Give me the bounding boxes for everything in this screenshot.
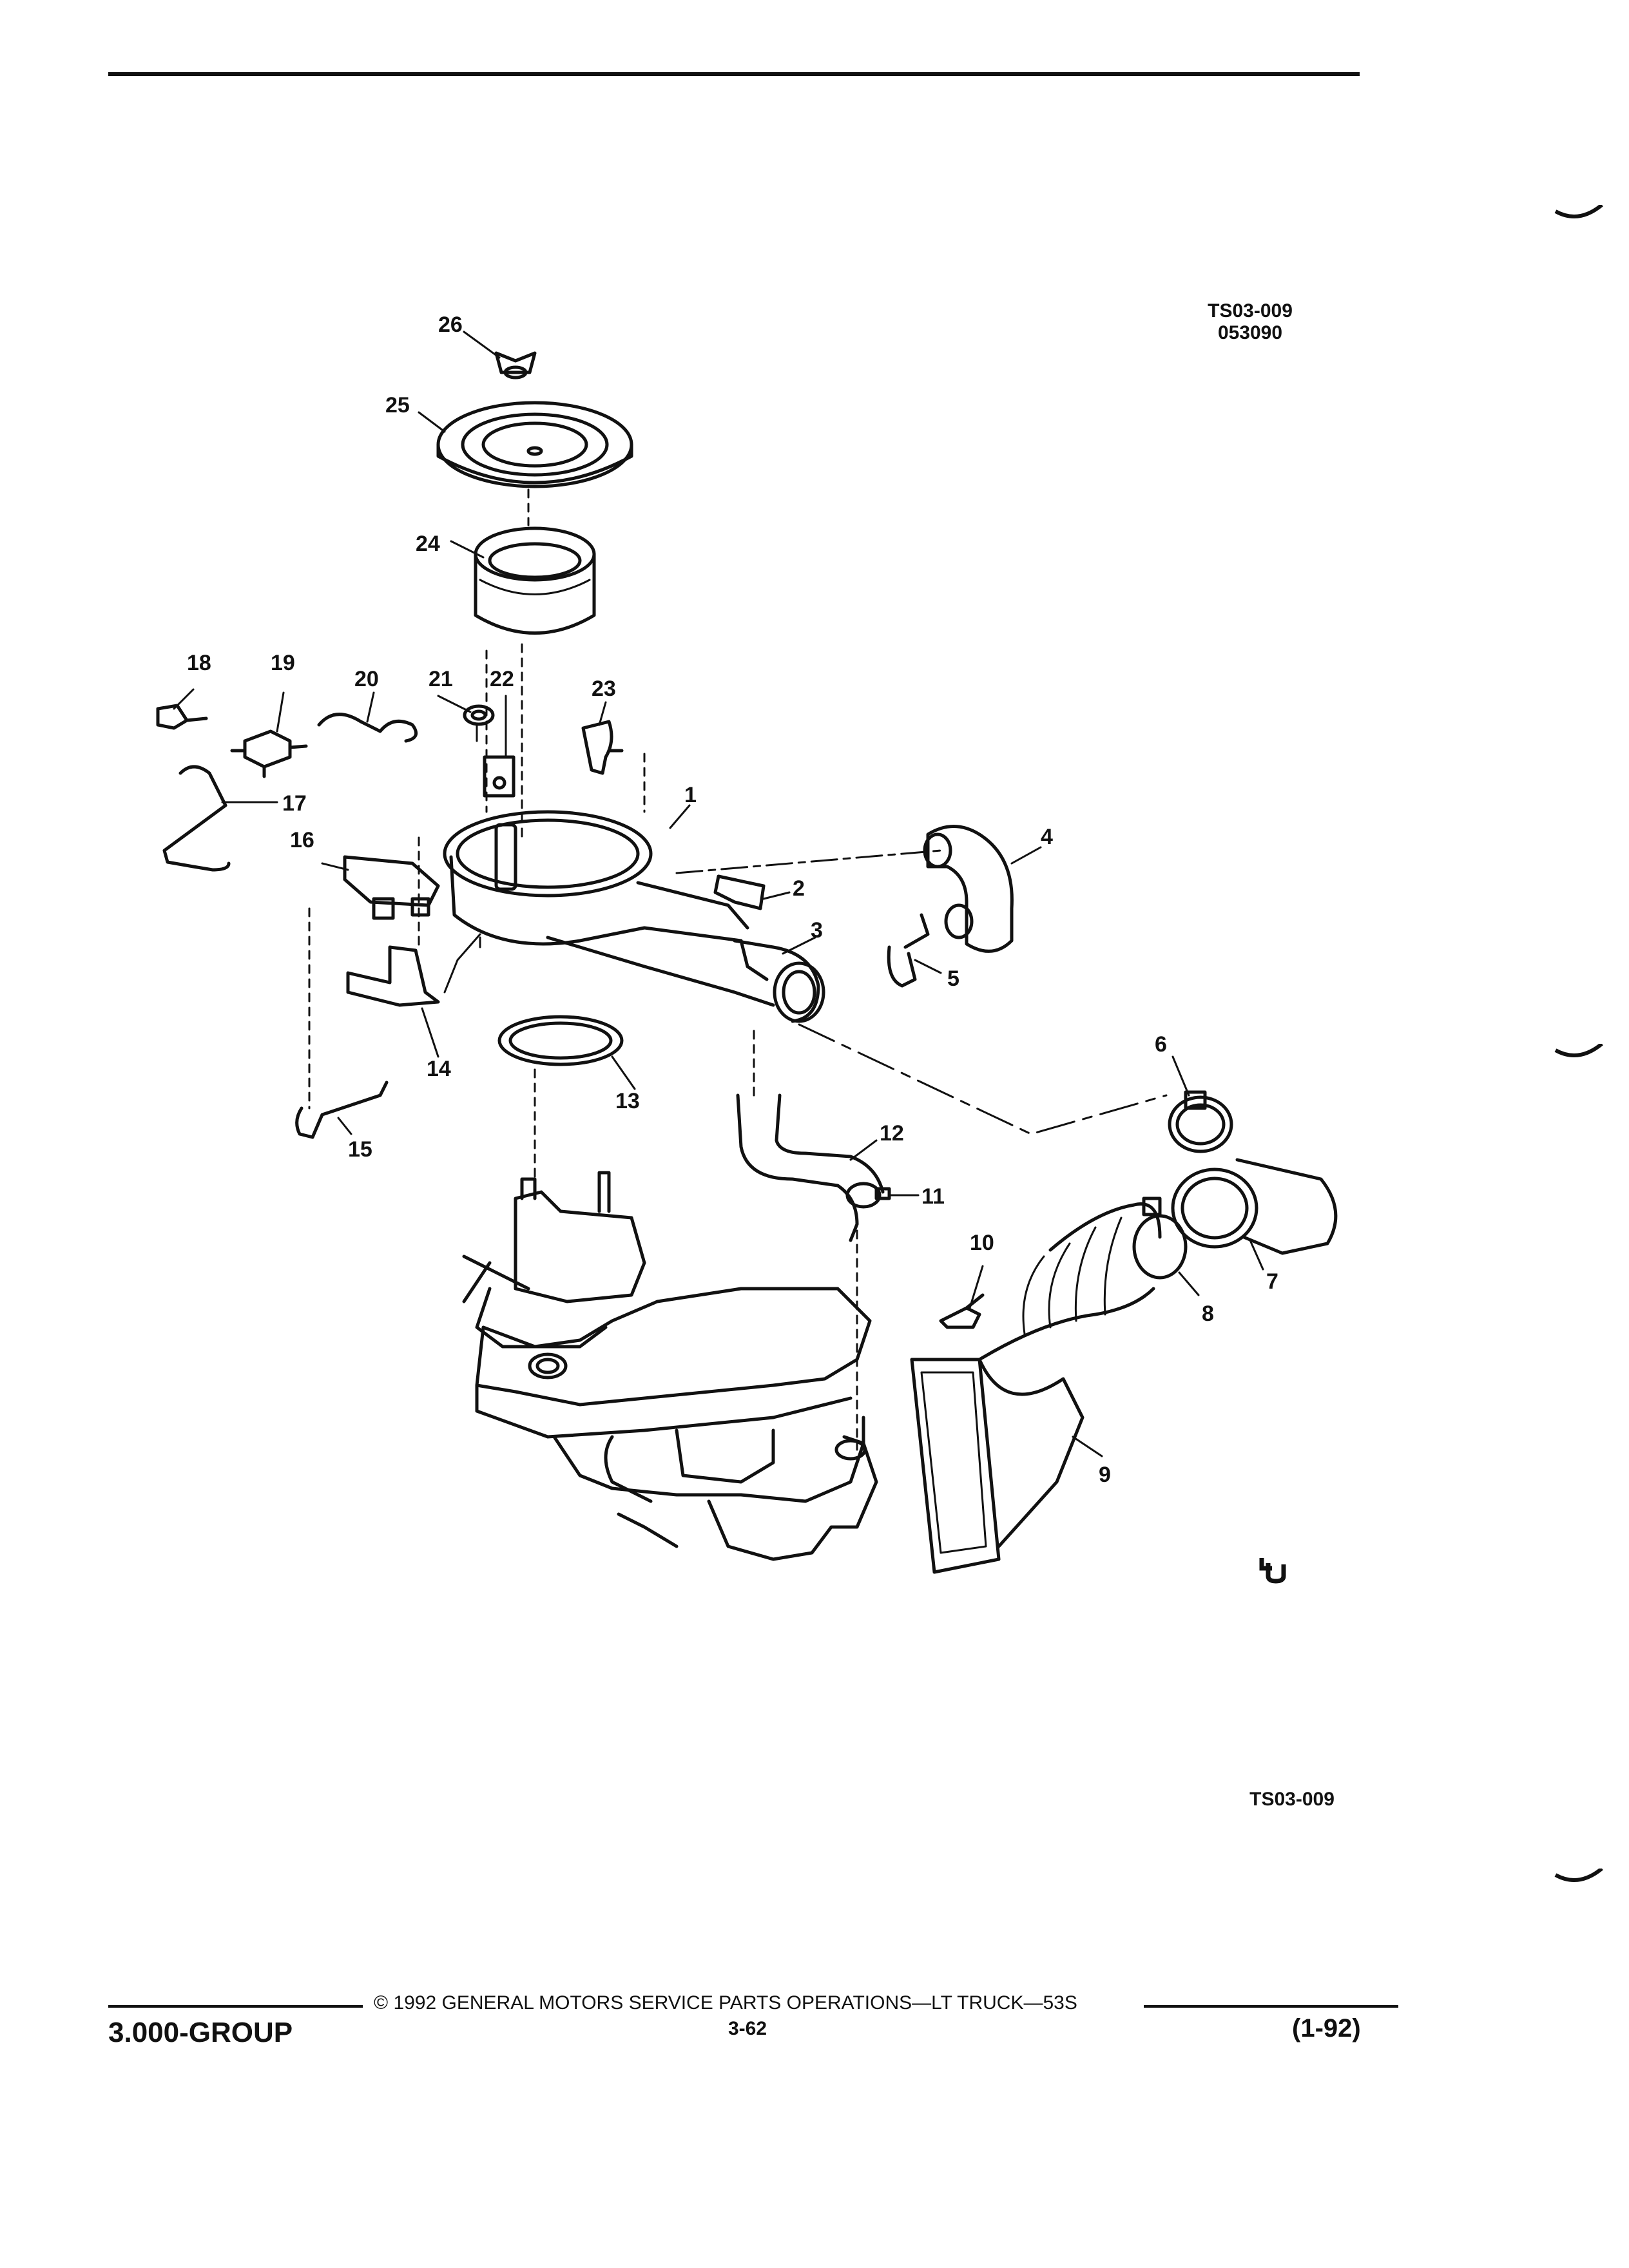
copyright-notice: © 1992 GENERAL MOTORS SERVICE PARTS OPER… (374, 1992, 1077, 2013)
air-cleaner-body-part (443, 810, 825, 1023)
callout-18: 18 (187, 651, 211, 675)
inlet-duct-elbow-part (1171, 1158, 1338, 1255)
sensor-lead-part (295, 1081, 389, 1139)
callout-19: 19 (271, 651, 295, 675)
wing-nut-part (494, 351, 537, 380)
footer-rule-left (108, 2005, 363, 2008)
hose-elbow-part (923, 825, 1014, 953)
grommet-part (463, 704, 495, 742)
callout-20: 20 (354, 667, 379, 691)
top-rule (108, 72, 1360, 76)
screw-part (939, 1293, 985, 1329)
vacuum-line-part (162, 765, 231, 872)
flexible-air-duct-part (910, 1202, 1162, 1574)
retaining-clip-part (675, 849, 942, 910)
duct-clamp-part (1132, 1196, 1188, 1280)
binder-mark (1554, 1869, 1603, 1882)
air-filter-element-part (474, 526, 596, 635)
callout-11: 11 (921, 1184, 945, 1209)
air-cleaner-cover-part (436, 401, 633, 488)
revision-date: (1-92) (1292, 2014, 1361, 2042)
date-code: 053090 (1217, 322, 1283, 343)
hose-fitting-part (156, 704, 208, 730)
callout-12: 12 (880, 1121, 904, 1146)
tee-connector-part (230, 729, 308, 778)
gasket-part (497, 1015, 624, 1066)
manufacturer-logo-icon (1259, 1558, 1286, 1584)
mounting-bracket-part (346, 945, 440, 1007)
hose-clamp-part (1168, 1090, 1233, 1153)
figure-code: TS03-009 (1208, 300, 1293, 322)
callout-22: 22 (490, 667, 514, 691)
callout-17: 17 (282, 791, 307, 816)
callout-23: 23 (592, 677, 616, 701)
page-number: 3-62 (728, 2018, 767, 2039)
vacuum-fitting-part (581, 720, 624, 775)
callout-16: 16 (290, 828, 314, 852)
callout-8: 8 (1202, 1302, 1214, 1326)
callout-2: 2 (793, 876, 805, 901)
callout-1: 1 (684, 783, 697, 807)
callout-14: 14 (427, 1057, 451, 1081)
callout-7: 7 (1266, 1269, 1278, 1294)
heat-stove-hose-part (736, 1093, 885, 1242)
callout-13: 13 (615, 1089, 640, 1113)
throttle-body-manifold-part (462, 1171, 878, 1561)
binder-mark (1554, 1044, 1603, 1057)
group-number: 3.000-GROUP (108, 2017, 293, 2048)
figure-code-header: TS03-009 053090 (1186, 300, 1315, 344)
small-clamp-part (845, 1182, 891, 1209)
callout-15: 15 (348, 1137, 372, 1162)
footer-rule-right (1144, 2005, 1398, 2008)
figure-code-footer: TS03-009 (1249, 1789, 1335, 1810)
callout-4: 4 (1041, 825, 1053, 849)
callout-3: 3 (811, 918, 823, 943)
binder-mark (1554, 205, 1603, 218)
temperature-sensor-part (343, 855, 440, 920)
callout-24: 24 (416, 532, 440, 556)
callout-5: 5 (947, 966, 959, 991)
vacuum-hose-part (317, 713, 418, 743)
elbow-fitting-part (887, 913, 930, 988)
callout-10: 10 (970, 1231, 994, 1255)
callout-9: 9 (1099, 1463, 1111, 1487)
bracket-clip-part (483, 755, 516, 798)
callout-25: 25 (385, 393, 410, 418)
callout-6: 6 (1155, 1032, 1167, 1057)
callout-26: 26 (438, 312, 463, 337)
callout-21: 21 (429, 667, 453, 691)
